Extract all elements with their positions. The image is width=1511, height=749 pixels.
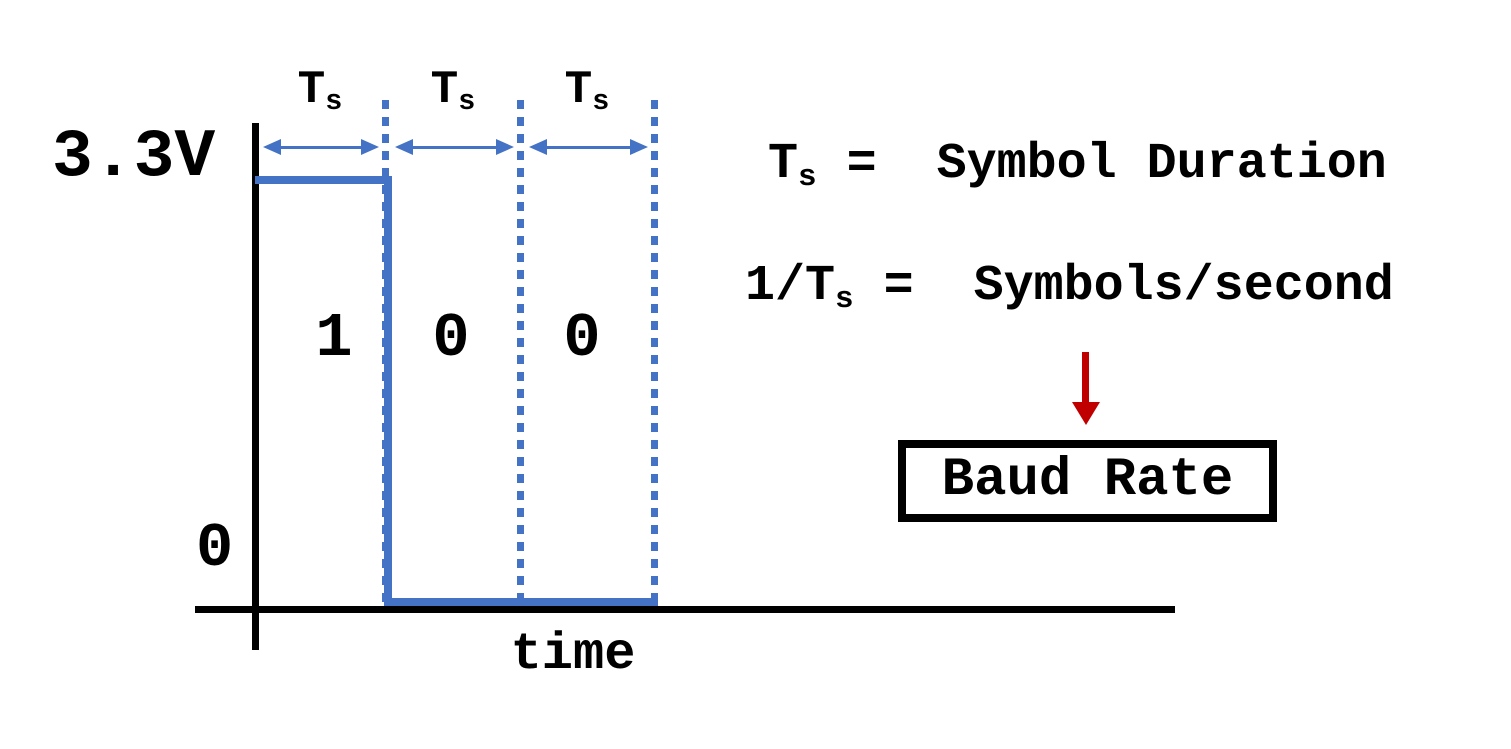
- ts-subscript: s: [592, 85, 610, 119]
- arrow-right-head-icon: [630, 139, 648, 155]
- double-arrow-icon: [395, 139, 514, 155]
- symbol-duration-label: Ts: [431, 67, 476, 117]
- definition-subscript: s: [835, 281, 854, 317]
- arrow-shaft: [413, 145, 496, 149]
- symbol-bit-value: 0: [563, 303, 601, 374]
- definition-subscript: s: [798, 159, 817, 195]
- voltage-low-label: 0: [196, 513, 234, 584]
- baud-rate-label: Baud Rate: [941, 450, 1234, 511]
- arrow-left-head-icon: [263, 139, 281, 155]
- down-arrow-icon: [1072, 402, 1100, 425]
- ts-subscript: s: [458, 85, 476, 119]
- symbol-duration-label: Ts: [298, 67, 343, 117]
- arrow-shaft: [281, 145, 361, 149]
- double-arrow-icon: [529, 139, 648, 155]
- ts-subscript: s: [325, 85, 343, 119]
- symbol-boundary-dashed-line: [651, 100, 658, 606]
- symbol-duration-definition: Ts = Symbol Duration: [768, 140, 1387, 193]
- symbol-bit-value: 1: [315, 303, 353, 374]
- arrow-right-head-icon: [361, 139, 379, 155]
- symbol-bit-value: 0: [432, 303, 470, 374]
- ts-base: T: [297, 64, 326, 116]
- time-axis-line: [195, 606, 1175, 613]
- arrow-right-head-icon: [496, 139, 514, 155]
- voltage-high-label: 3.3V: [52, 119, 216, 196]
- voltage-axis-line: [252, 123, 259, 650]
- signal-high-segment: [255, 176, 392, 184]
- signal-falling-edge: [384, 176, 392, 606]
- ts-base: T: [564, 64, 593, 116]
- definition-rest: = Symbol Duration: [816, 136, 1387, 193]
- symbol-boundary-dashed-line: [517, 100, 524, 606]
- arrow-shaft: [547, 145, 630, 149]
- definition-lead: T: [768, 136, 799, 193]
- signal-low-segment: [384, 598, 658, 606]
- time-axis-label: time: [510, 625, 636, 684]
- baud-rate-box: Baud Rate: [898, 440, 1277, 522]
- symbol-duration-label: Ts: [565, 67, 610, 117]
- arrow-left-head-icon: [395, 139, 413, 155]
- ts-base: T: [430, 64, 459, 116]
- symbols-per-second-definition: 1/Ts = Symbols/second: [745, 262, 1394, 315]
- definition-rest: = Symbols/second: [853, 258, 1394, 315]
- arrow-left-head-icon: [529, 139, 547, 155]
- down-arrow-shaft: [1082, 352, 1089, 406]
- definition-lead: 1/T: [745, 258, 836, 315]
- double-arrow-icon: [263, 139, 379, 155]
